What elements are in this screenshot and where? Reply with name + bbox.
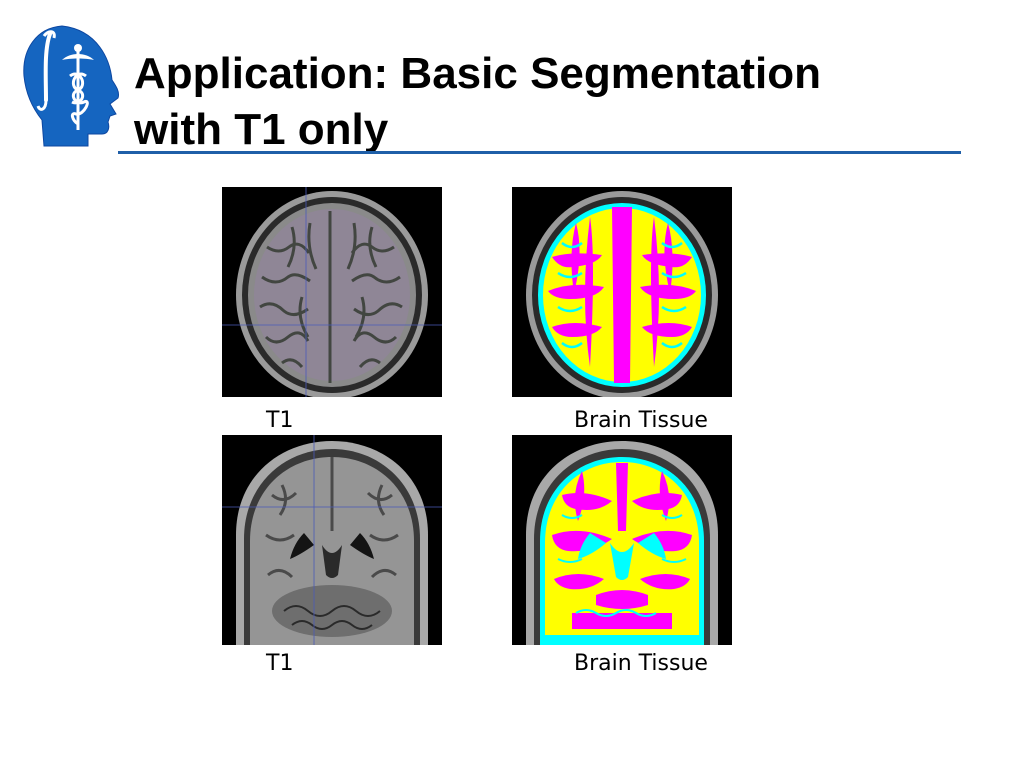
caption-coronal-brain-tissue: Brain Tissue	[574, 651, 708, 676]
slide-title-line-2: with T1 only	[134, 105, 389, 154]
caduceus-head-logo-icon	[23, 25, 119, 147]
caption-axial-brain-tissue: Brain Tissue	[574, 408, 708, 433]
slicer-logo	[18, 20, 122, 154]
axial-t1-image	[222, 187, 442, 397]
title-underline	[118, 151, 961, 154]
slide-title-line-1: Application: Basic Segmentation	[134, 49, 821, 98]
axial-segmentation-image	[512, 187, 732, 397]
caption-coronal-t1: T1	[266, 651, 294, 676]
coronal-segmentation-image	[512, 435, 732, 645]
slide-title: Application: Basic Segmentation with T1 …	[134, 46, 994, 158]
coronal-t1-image	[222, 435, 442, 645]
caption-axial-t1: T1	[266, 408, 294, 433]
